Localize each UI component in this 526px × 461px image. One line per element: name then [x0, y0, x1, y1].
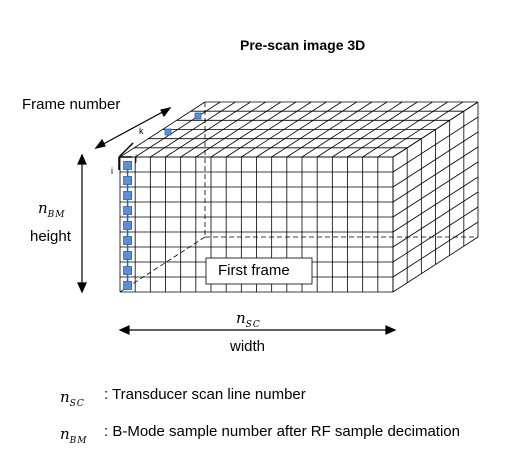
cube-hidden-edges	[119, 102, 478, 293]
top-grid-column-line	[119, 101, 206, 158]
nsc-variable: nSC	[236, 309, 261, 330]
width-arrowhead-left	[118, 325, 130, 335]
dimension-arrows	[77, 107, 397, 335]
height-arrowhead-top	[77, 153, 87, 165]
sample-marker	[123, 236, 132, 245]
top-grid-column-line	[347, 101, 433, 158]
frame-number-label: Frame number	[22, 96, 121, 113]
right-face-hline	[392, 191, 479, 248]
sample-marker	[123, 206, 132, 215]
k-axis-arrow	[118, 142, 134, 158]
top-grid-column-line	[256, 101, 342, 158]
top-grid-column-line	[165, 101, 251, 158]
frame-number-arrowhead-end	[160, 107, 172, 118]
depth-sample-marker	[164, 128, 172, 136]
sample-marker	[123, 266, 132, 275]
top-grid-column-line	[362, 101, 448, 158]
right-face-hline	[392, 101, 479, 158]
sample-marker	[123, 221, 132, 230]
right-face-hline	[392, 221, 479, 278]
height-arrowhead-bottom	[77, 282, 87, 294]
top-grid-column-line	[180, 101, 266, 158]
top-grid-column-line	[225, 101, 312, 158]
k-axis-label: k	[139, 126, 144, 136]
frame-number-arrowhead-start	[94, 138, 106, 149]
top-grid-column-line	[134, 101, 221, 158]
cube-grid	[119, 101, 479, 293]
top-grid-column-line	[377, 101, 464, 158]
frame-number-arrow	[95, 107, 171, 149]
right-face-hline	[392, 116, 479, 173]
sample-marker	[123, 251, 132, 260]
hidden-depth-edge	[119, 236, 206, 293]
legend-nsc-description: : Transducer scan line number	[104, 386, 306, 403]
first-frame-box	[205, 257, 313, 285]
top-grid-column-line	[195, 101, 282, 158]
first-frame-label: First frame	[218, 262, 290, 279]
top-grid-column-line	[286, 101, 373, 158]
j-axis-label: j	[135, 153, 137, 163]
right-face-hline	[392, 131, 479, 188]
top-grid-column-line	[271, 101, 357, 158]
right-face-hline	[392, 161, 479, 218]
right-face-hline	[392, 146, 479, 203]
diagram-title: Pre-scan image 3D	[240, 37, 366, 53]
legend-nbm-symbol: nBM	[60, 425, 88, 446]
top-grid-column-line	[150, 101, 236, 158]
depth-sample-marker	[194, 112, 202, 120]
top-grid-column-line	[301, 101, 388, 158]
legend-nbm-description: : B-Mode sample number after RF sample d…	[104, 423, 460, 440]
top-grid-column-line	[241, 101, 327, 158]
sample-markers	[123, 112, 202, 290]
top-grid-column-line	[316, 101, 403, 158]
right-face-hline	[392, 176, 479, 233]
width-label: width	[230, 338, 266, 355]
width-arrowhead-right	[385, 325, 397, 335]
top-grid-column-line	[210, 101, 297, 158]
height-label: height	[30, 228, 71, 245]
right-face-hline	[392, 236, 479, 293]
sample-marker	[123, 161, 132, 170]
sample-marker	[123, 281, 132, 290]
sample-marker	[123, 176, 132, 185]
nbm-variable: nBM	[38, 199, 66, 220]
legend-nsc-symbol: nSC	[60, 388, 85, 409]
top-grid-column-line	[332, 101, 418, 158]
sample-marker	[123, 191, 132, 200]
i-axis-label: i	[111, 166, 113, 176]
right-face-hline	[392, 206, 479, 263]
